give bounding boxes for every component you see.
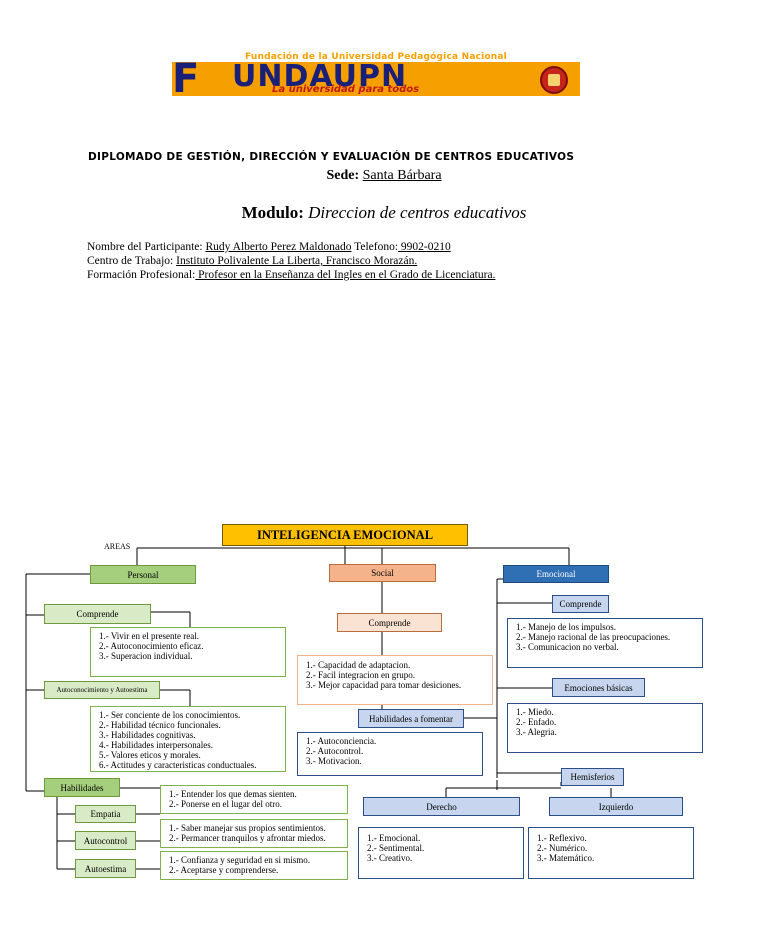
habilidades-fomentar-node: Habilidades a fomentar	[358, 709, 464, 728]
diplomado-title: DIPLOMADO DE GESTIÓN, DIRECCIÓN Y EVALUA…	[88, 151, 575, 163]
social-node: Social	[329, 564, 436, 582]
list-item: 1.- Emocional.	[367, 833, 421, 843]
autocontrol-node: Autocontrol	[75, 831, 136, 850]
list-item: 3.- Matemático.	[537, 853, 595, 863]
name-value: Rudy Alberto Perez Maldonado	[205, 241, 352, 253]
diagram-title: INTELIGENCIA EMOCIONAL	[222, 524, 468, 546]
list-item: 1.- Confianza y seguridad en si mismo.	[169, 855, 310, 865]
prof-label: Formación Profesional:	[87, 269, 196, 281]
emociones-basicas-list: 1.- Miedo. 2.- Enfado. 3.- Alegria.	[507, 703, 703, 753]
habilidades-node: Habilidades	[44, 778, 120, 797]
personal-comprende-list: 1.- Vivir en el presente real. 2.- Autoc…	[90, 627, 286, 677]
work-line: Centro de Trabajo: Instituto Polivalente…	[87, 255, 417, 267]
list-item: 3.- Habilidades cognitivas.	[99, 730, 196, 740]
participant-line: Nombre del Participante: Rudy Alberto Pe…	[87, 241, 451, 253]
list-item: 1.- Reflexivo.	[537, 833, 587, 843]
emocional-node: Emocional	[503, 565, 609, 583]
autoestima-list: 1.- Confianza y seguridad en si mismo. 2…	[160, 851, 348, 880]
work-label: Centro de Trabajo:	[87, 255, 174, 267]
list-item: 1.- Manejo de los impulsos.	[516, 622, 616, 632]
izquierdo-list: 1.- Reflexivo. 2.- Numérico. 3.- Matemát…	[528, 827, 694, 879]
logo-top-line: Fundación de la Universidad Pedagógica N…	[245, 52, 507, 62]
empatia-node: Empatia	[75, 805, 136, 823]
empatia-list: 1.- Entender los que demas sienten. 2.- …	[160, 785, 348, 814]
modulo-line: Modulo: Direccion de centros educativos	[0, 203, 768, 223]
emociones-basicas-node: Emociones básicas	[552, 678, 645, 697]
prof-value: Profesor en la Enseñanza del Ingles en e…	[195, 269, 496, 281]
sede-value: Santa Bárbara	[362, 168, 442, 183]
list-item: 2.- Enfado.	[516, 717, 557, 727]
sede-label: Sede:	[326, 168, 360, 183]
list-item: 2.- Permancer tranquilos y afrontar mied…	[169, 833, 326, 843]
list-item: 2.- Aceptarse y comprenderse.	[169, 865, 279, 875]
list-item: 2.- Sentimental.	[367, 843, 425, 853]
list-item: 3.- Superacion individual.	[99, 651, 193, 661]
list-item: 2.- Facil integracion en grupo.	[306, 670, 415, 680]
list-item: 1.- Saber manejar sus propios sentimient…	[169, 823, 326, 833]
list-item: 1.- Entender los que demas sienten.	[169, 789, 297, 799]
social-comprende-node: Comprende	[337, 613, 442, 632]
modulo-value: Direccion de centros educativos	[308, 203, 527, 222]
emocional-comprende-node: Comprende	[552, 595, 609, 613]
list-item: 3.- Mejor capacidad para tomar desicione…	[306, 680, 462, 690]
list-item: 2.- Numérico.	[537, 843, 588, 853]
logo-word: UNDAUPN	[232, 59, 408, 94]
logo-tagline: La universidad para todos	[272, 84, 420, 95]
list-item: 6.- Actitudes y caracteristicas conductu…	[99, 760, 257, 770]
list-item: 3.- Creativo.	[367, 853, 413, 863]
personal-comprende-node: Comprende	[44, 604, 151, 624]
list-item: 1.- Miedo.	[516, 707, 554, 717]
habilidades-fomentar-list: 1.- Autoconciencia. 2.- Autocontrol. 3.-…	[297, 732, 483, 776]
seal-icon	[540, 66, 568, 94]
profession-line: Formación Profesional: Profesor en la En…	[87, 269, 495, 281]
autoconocimiento-node: Autoconocimiento y Autoestima	[44, 681, 160, 699]
work-value: Instituto Polivalente La Liberta, Franci…	[176, 255, 418, 267]
izquierdo-node: Izquierdo	[549, 797, 683, 816]
phone-value: 9902-0210	[398, 241, 451, 253]
list-item: 3.- Alegria.	[516, 727, 557, 737]
list-item: 4.- Habilidades interpersonales.	[99, 740, 213, 750]
list-item: 1.- Capacidad de adaptacion.	[306, 660, 411, 670]
derecho-node: Derecho	[363, 797, 520, 816]
list-item: 5.- Valores eticos y morales.	[99, 750, 201, 760]
modulo-label: Modulo:	[241, 203, 304, 222]
emocional-comprende-list: 1.- Manejo de los impulsos. 2.- Manejo r…	[507, 618, 703, 668]
list-item: 2.- Ponerse en el lugar del otro.	[169, 799, 282, 809]
logo-band: F UNDAUPN La universidad para todos	[172, 56, 580, 102]
list-item: 2.- Autocontrol.	[306, 746, 364, 756]
list-item: 1.- Ser conciente de los conocimientos.	[99, 710, 241, 720]
list-item: 2.- Habilidad técnico funcionales.	[99, 720, 221, 730]
list-item: 1.- Vivir en el presente real.	[99, 631, 200, 641]
list-item: 3.- Motivacion.	[306, 756, 362, 766]
social-comprende-list: 1.- Capacidad de adaptacion. 2.- Facil i…	[297, 655, 493, 705]
name-label: Nombre del Participante:	[87, 241, 203, 253]
areas-label: AREAS	[104, 542, 131, 551]
list-item: 1.- Autoconciencia.	[306, 736, 377, 746]
derecho-list: 1.- Emocional. 2.- Sentimental. 3.- Crea…	[358, 827, 524, 879]
list-item: 2.- Manejo racional de las preocupacione…	[516, 632, 671, 642]
autoconocimiento-list: 1.- Ser conciente de los conocimientos. …	[90, 706, 286, 772]
autocontrol-list: 1.- Saber manejar sus propios sentimient…	[160, 819, 348, 848]
hemisferios-node: Hemisferios	[561, 768, 624, 786]
phone-label: Telefono:	[354, 241, 399, 253]
autoestima-node: Autoestima	[75, 859, 136, 878]
list-item: 3.- Comunicacion no verbal.	[516, 642, 619, 652]
sede-line: Sede: Santa Bárbara	[0, 168, 768, 184]
personal-node: Personal	[90, 565, 196, 584]
logo-letter: F	[172, 56, 200, 102]
list-item: 2.- Autoconocimiento eficaz.	[99, 641, 204, 651]
fundaupn-logo: Fundación de la Universidad Pedagógica N…	[172, 52, 580, 102]
